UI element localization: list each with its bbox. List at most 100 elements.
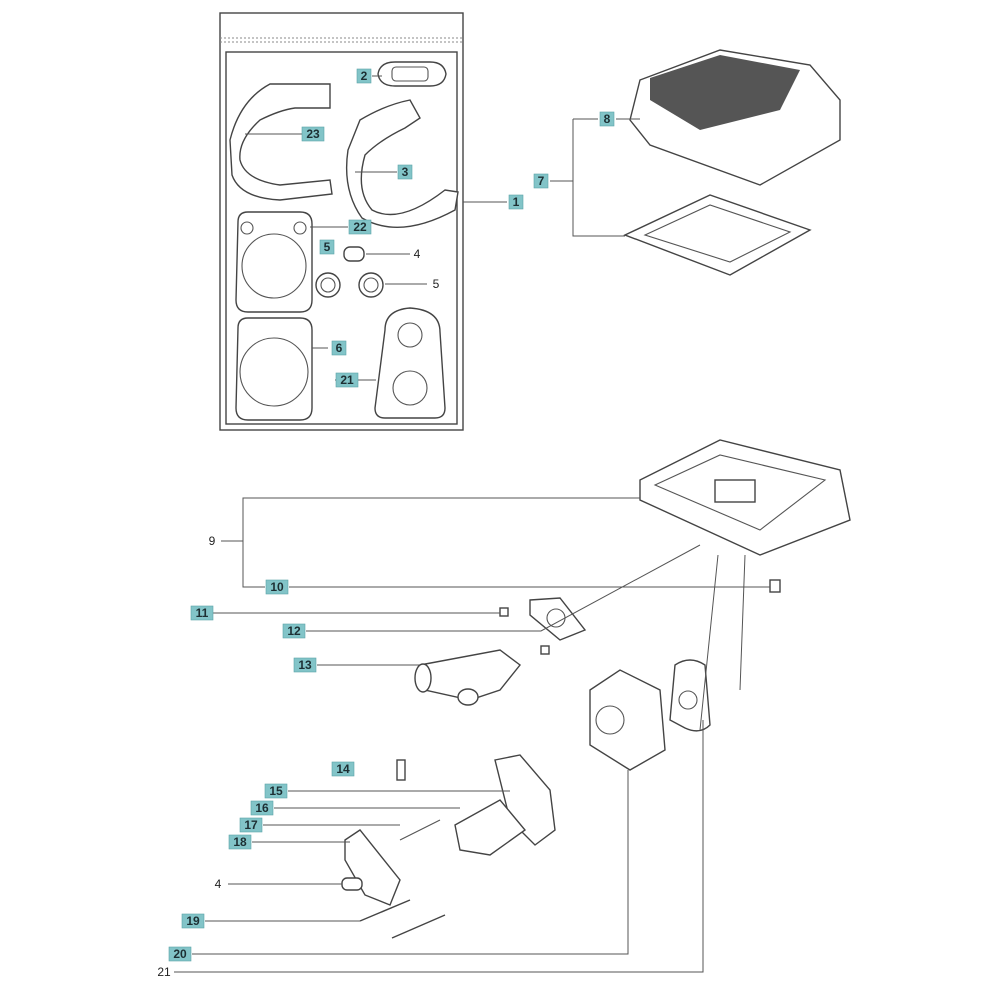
diagram-shape	[714, 479, 756, 503]
diagram-shape	[391, 914, 446, 939]
callout-number: 20	[173, 947, 187, 961]
callout-6: 6	[331, 340, 347, 356]
carburetor	[589, 669, 666, 771]
diagram-shape	[181, 913, 205, 929]
diagram-shape	[250, 800, 274, 816]
callout-number: 23	[306, 127, 320, 141]
diagram-shape	[363, 277, 379, 293]
gasket-kit-bag	[219, 12, 464, 431]
diagram-shape	[228, 834, 252, 850]
callout-9: 9	[209, 534, 216, 548]
callout-18: 18	[228, 834, 252, 850]
diagram-shape	[301, 126, 325, 142]
callout-7: 7	[533, 173, 549, 189]
diagram-shape	[397, 322, 423, 348]
diagram-shape	[499, 607, 509, 617]
callout-13: 13	[293, 657, 317, 673]
diagram-shape	[653, 454, 827, 531]
callout-4b: 4	[215, 877, 222, 891]
callout-number: 5	[433, 277, 440, 291]
diagram-shape	[391, 66, 429, 82]
callout-number: 17	[244, 818, 258, 832]
callout-5b: 5	[433, 277, 440, 291]
callout-number: 6	[336, 341, 343, 355]
callout-number: 3	[402, 165, 409, 179]
callout-20: 20	[168, 946, 192, 962]
callout-number: 21	[157, 965, 171, 979]
flange-12	[529, 597, 587, 641]
diagram-shape	[335, 372, 359, 388]
diagram-shape	[508, 194, 524, 210]
callout-15: 15	[264, 783, 288, 799]
seal-5a	[315, 272, 341, 298]
intake-parts	[341, 579, 781, 939]
diagram-shape	[399, 819, 441, 841]
callout-number: 19	[186, 914, 200, 928]
diagram-shape	[239, 817, 263, 833]
callout-number: 16	[255, 801, 269, 815]
diagram-shape	[221, 497, 640, 588]
callout-number: 22	[353, 220, 367, 234]
diagram-shape	[699, 554, 746, 731]
callout-number: 18	[233, 835, 247, 849]
callout-labels: 2 23 3 1 22 4 5 5 6 21 8 7 9 10 11 12 13…	[157, 68, 615, 979]
callout-number: 1	[513, 195, 520, 209]
callout-number: 2	[361, 69, 368, 83]
callout-number: 4	[215, 877, 222, 891]
diagram-shape	[643, 204, 792, 263]
manifold-16	[454, 799, 527, 856]
diagram-shape	[241, 233, 307, 299]
gasket-21b	[669, 659, 711, 732]
diagram-shape	[306, 544, 701, 632]
callout-21a: 21	[335, 372, 359, 388]
callout-21b: 21	[157, 965, 171, 979]
filter-insert	[623, 194, 812, 276]
diagram-shape	[359, 899, 411, 922]
diagram-shape	[239, 337, 309, 407]
callout-number: 12	[287, 624, 301, 638]
diagram-shape	[396, 759, 406, 781]
diagram-shape	[331, 761, 355, 777]
gasket-23	[229, 83, 333, 201]
diagram-shape	[678, 690, 698, 710]
diagram-shape	[320, 277, 336, 293]
diagram-shape	[599, 111, 615, 127]
diagram-shape	[348, 219, 372, 235]
gasket-21	[374, 307, 446, 419]
diagram-shape	[595, 705, 625, 735]
cover-18	[344, 829, 401, 906]
diagram-shape	[356, 68, 372, 84]
seal-5b	[358, 272, 384, 298]
leader-lines	[174, 75, 770, 973]
callout-23: 23	[301, 126, 325, 142]
callout-number: 7	[538, 174, 545, 188]
diagram-shape	[769, 579, 781, 593]
callout-12: 12	[282, 623, 306, 639]
gasket-22	[235, 211, 313, 313]
callout-17: 17	[239, 817, 263, 833]
callout-number: 14	[336, 762, 350, 776]
diagram-shape	[282, 623, 306, 639]
diagram-shape	[190, 605, 214, 621]
diagram-shape	[265, 579, 289, 595]
diagram-shape	[331, 340, 347, 356]
callout-11: 11	[190, 605, 214, 621]
callout-number: 15	[269, 784, 283, 798]
callout-number: 11	[196, 606, 209, 620]
diagram-shape	[550, 118, 625, 237]
diagram-shape	[540, 645, 550, 655]
gasket-3	[345, 99, 459, 228]
oring-4b	[341, 877, 363, 891]
air-filter	[623, 49, 841, 276]
diagram-shape	[192, 770, 629, 955]
diagram-shape	[533, 173, 549, 189]
callout-22: 22	[348, 219, 372, 235]
callout-4: 4	[414, 247, 421, 261]
callout-16: 16	[250, 800, 274, 816]
gasket-6	[235, 317, 313, 421]
filter-housing	[639, 439, 851, 556]
diagram-shape	[174, 720, 704, 973]
oring-4	[343, 246, 365, 262]
diagram-shape	[293, 657, 317, 673]
diagram-shape	[392, 370, 428, 406]
